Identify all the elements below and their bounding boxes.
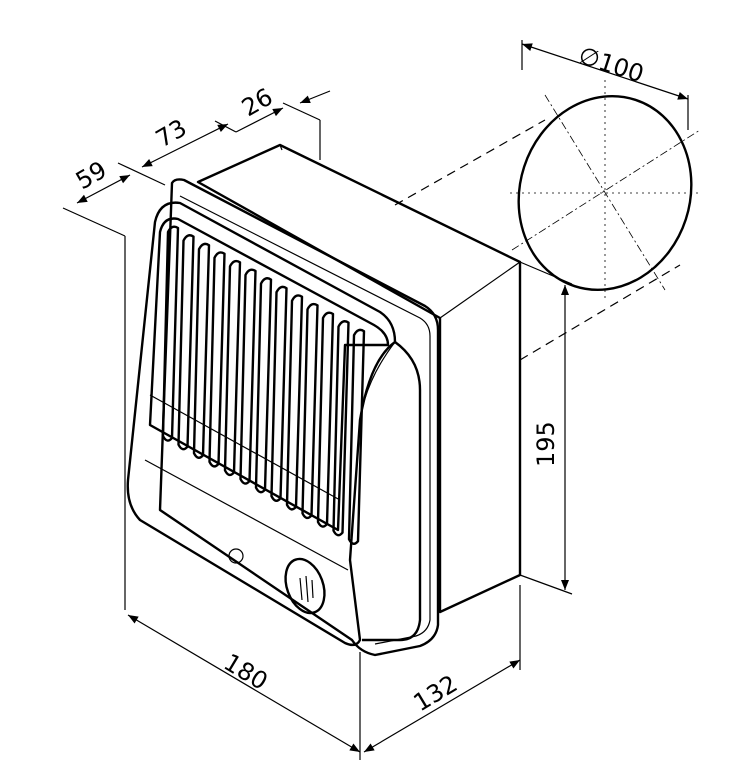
grille-slat [332, 320, 350, 537]
grille-slat [177, 234, 195, 451]
grille-slat [347, 328, 366, 545]
label-height-195: 195 [532, 421, 560, 467]
duct-circle [510, 80, 701, 300]
label-depth-73: 73 [151, 114, 191, 154]
lower-panel [144, 459, 349, 615]
grille [148, 217, 390, 545]
housing-box [196, 143, 522, 614]
indicator-lamp-icon [228, 548, 244, 564]
fan-badge-icon [299, 575, 314, 603]
label-width-180: 180 [219, 648, 273, 696]
grille-slat [161, 225, 180, 442]
dimension-195: 195 [519, 261, 573, 595]
dimension-180: 180 [127, 614, 361, 760]
dimension-59: 59 [71, 156, 131, 204]
projection-lines [394, 119, 681, 361]
label-depth-59: 59 [71, 156, 111, 196]
front-flange [158, 178, 440, 657]
depth-extension-lines [62, 102, 321, 610]
label-duct-diameter: ∅100 [575, 41, 647, 88]
dimension-26: 26 [235, 83, 331, 133]
label-depth-26: 26 [237, 83, 277, 123]
